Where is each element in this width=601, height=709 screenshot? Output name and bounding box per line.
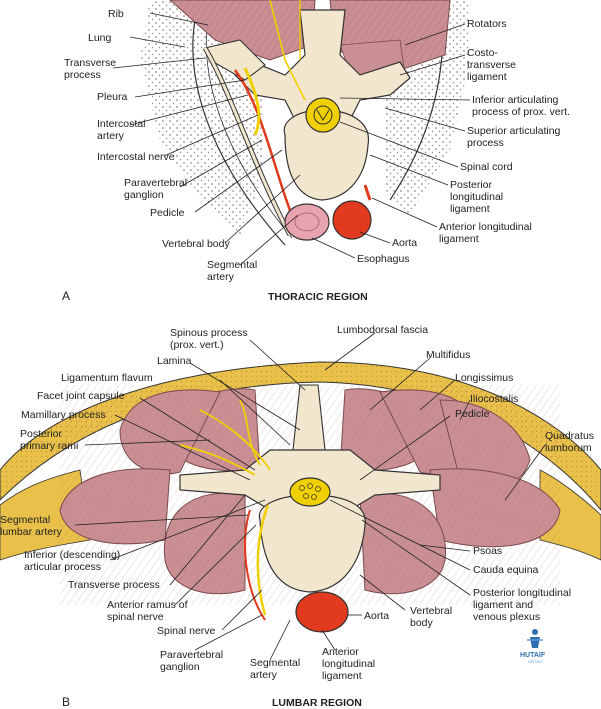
label-pedicle-lumbar: Pedicle: [455, 408, 490, 420]
thoracic-drawing: [140, 0, 470, 246]
label-iliocostalis: Iliocostalis: [470, 393, 518, 405]
lumbar-drawing: [0, 361, 601, 633]
label-facet-joint-capsule: Facet joint capsule: [37, 390, 125, 402]
cauda-equina: [289, 477, 331, 507]
label-cauda-equina: Cauda equina: [473, 564, 539, 576]
label-lung: Lung: [88, 32, 112, 44]
esophagus: [284, 203, 330, 241]
label-rib: Rib: [108, 8, 124, 20]
intercostal-nerve: [243, 67, 261, 136]
label-vertebral-body: Vertebral body: [162, 238, 230, 250]
logo-sub: ORTHO: [528, 659, 542, 664]
spinal-cord: [305, 97, 341, 133]
label-psoas: Psoas: [473, 545, 502, 557]
thoracic-leaders: [112, 12, 471, 266]
panel-a-title: THORACIC REGION: [268, 291, 368, 303]
label-multifidus: Multifidus: [426, 349, 470, 361]
lumbar-leaders: [74, 332, 546, 661]
label-spinal-cord: Spinal cord: [460, 161, 513, 173]
label-lumbodorsal-fascia: Lumbodorsal fascia: [337, 324, 428, 336]
lumbar-spinal-nerve: [256, 504, 270, 616]
label-ligamentum-flavum: Ligamentum flavum: [61, 372, 153, 384]
label-lamina: Lamina: [157, 355, 192, 367]
watermark-logo: HUTAIF ORTHO: [520, 629, 546, 664]
label-longissimus: Longissimus: [455, 372, 513, 384]
label-pedicle: Pedicle: [150, 207, 185, 219]
label-aorta: Aorta: [392, 237, 417, 249]
segmental-lumbar-artery: [244, 509, 266, 621]
panel-a-letter: A: [62, 289, 70, 303]
left-pleura: [192, 0, 286, 246]
panel-b-title: LUMBAR REGION: [272, 697, 362, 709]
posterior-primary-rami: [179, 399, 271, 476]
label-rotators: Rotators: [467, 18, 507, 30]
label-aorta-lumbar: Aorta: [364, 610, 389, 622]
logo-name: HUTAIF: [520, 652, 546, 659]
label-spinal-nerve: Spinal nerve: [157, 625, 216, 637]
label-inferior-articular-process: Inferior (descending)articular process: [24, 549, 120, 573]
label-pleura: Pleura: [97, 91, 128, 103]
label-esophagus: Esophagus: [357, 253, 410, 265]
label-intercostal-nerve: Intercostal nerve: [97, 151, 175, 163]
label-mamillary-process: Mamillary process: [21, 409, 106, 421]
label-transverse-process-lumbar: Transverse process: [68, 579, 160, 591]
label-spinous-process: Spinous process(prox. vert.): [170, 327, 248, 351]
panel-b-letter: B: [62, 695, 70, 709]
thoracic-aorta: [332, 200, 372, 240]
lumbar-aorta: [295, 591, 349, 633]
lumbar-labels: Spinous process(prox. vert.) Lumbodorsal…: [0, 324, 594, 682]
logo-figure-icon: [527, 629, 543, 648]
